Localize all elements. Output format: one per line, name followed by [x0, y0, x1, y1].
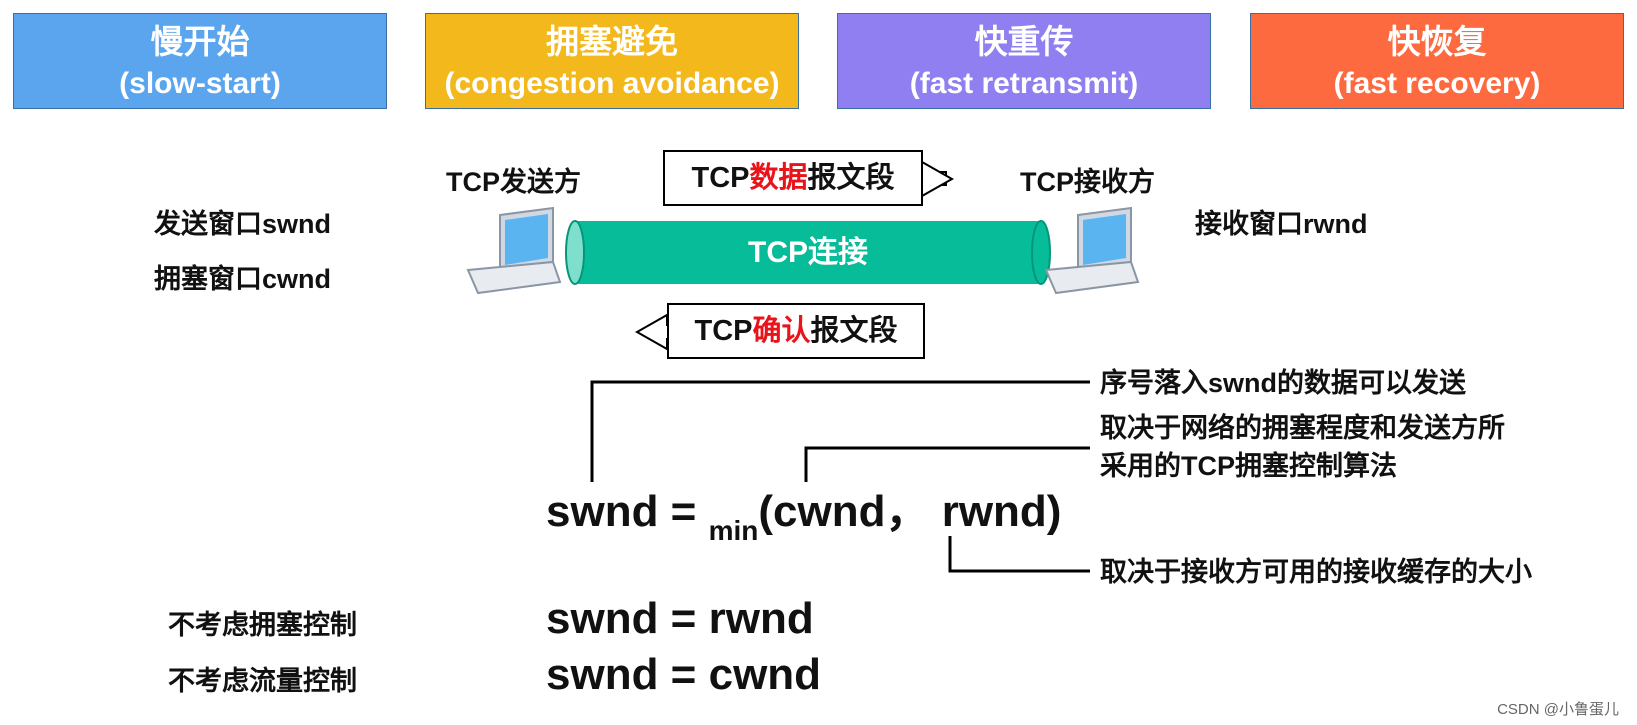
- phase-box-congestion-avoidance: 拥塞避免 (congestion avoidance): [425, 13, 799, 109]
- note-rwnd: 取决于接收方可用的接收缓存的大小: [1100, 557, 1532, 587]
- case-label-no-congestion: 不考虑拥塞控制: [168, 610, 357, 640]
- leader-line-swnd: [590, 380, 1090, 482]
- note-cwnd-line2: 采用的TCP拥塞控制算法: [1100, 451, 1397, 481]
- main-formula: swnd = min(cwnd， rwnd): [546, 486, 1062, 546]
- formula-min: min: [708, 515, 759, 546]
- case-formula-no-congestion: swnd = rwnd: [546, 594, 814, 643]
- phase-subtitle: (fast recovery): [1333, 67, 1541, 100]
- ack-segment-highlight: 确认: [752, 315, 811, 347]
- phase-box-slow-start: 慢开始 (slow-start): [13, 13, 387, 109]
- data-segment-box: TCP数据报文段: [663, 150, 923, 206]
- ack-segment-suffix: 报文段: [810, 315, 898, 347]
- case-formula-no-flow: swnd = cwnd: [546, 650, 822, 699]
- receiver-title: TCP接收方: [1020, 167, 1155, 197]
- sender-swnd-label: 发送窗口swnd: [154, 209, 332, 239]
- formula-args: (cwnd， rwnd): [758, 487, 1062, 536]
- phase-subtitle: (slow-start): [119, 67, 281, 100]
- phase-title: 快重传: [974, 23, 1074, 60]
- tcp-connection-pipe: [565, 220, 1051, 285]
- phase-title: 慢开始: [150, 23, 250, 60]
- watermark: CSDN @小鲁蛋儿: [1497, 701, 1619, 718]
- sender-laptop-icon: [466, 206, 562, 295]
- phase-subtitle: (fast retransmit): [909, 67, 1139, 100]
- leader-line-cwnd: [804, 446, 1090, 482]
- tcp-connection-label: TCP连接: [748, 236, 868, 269]
- receiver-rwnd-label: 接收窗口rwnd: [1195, 209, 1368, 239]
- data-segment-prefix: TCP: [691, 162, 750, 194]
- phase-box-fast-retransmit: 快重传 (fast retransmit): [837, 13, 1211, 109]
- receiver-laptop-icon: [1044, 206, 1140, 295]
- ack-segment-box: TCP确认报文段: [667, 303, 925, 359]
- note-cwnd-line1: 取决于网络的拥塞程度和发送方所: [1100, 413, 1505, 443]
- formula-lhs: swnd =: [546, 487, 709, 536]
- case-label-no-flow: 不考虑流量控制: [168, 666, 357, 696]
- sender-cwnd-label: 拥塞窗口cwnd: [154, 264, 332, 294]
- leader-line-rwnd: [948, 536, 1090, 573]
- data-segment-highlight: 数据: [749, 162, 808, 194]
- sender-title: TCP发送方: [446, 167, 581, 197]
- note-swnd: 序号落入swnd的数据可以发送: [1100, 368, 1467, 398]
- phase-box-fast-recovery: 快恢复 (fast recovery): [1250, 13, 1624, 109]
- phase-subtitle: (congestion avoidance): [444, 67, 780, 100]
- data-segment-suffix: 报文段: [807, 162, 895, 194]
- phase-title: 快恢复: [1387, 23, 1487, 60]
- ack-segment-prefix: TCP: [694, 315, 753, 347]
- phase-title: 拥塞避免: [546, 23, 678, 60]
